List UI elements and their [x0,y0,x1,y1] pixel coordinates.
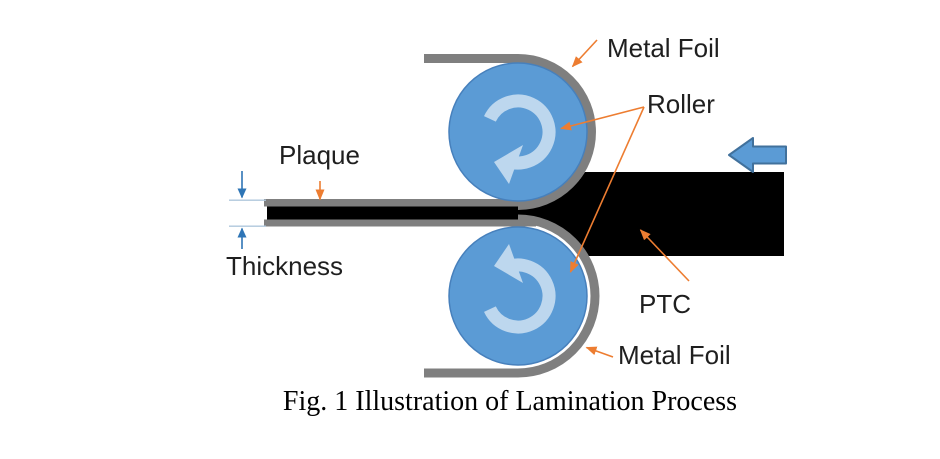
ptc-label: PTC [639,289,691,319]
thickness-dimension [229,171,266,249]
bottom-roller [448,226,588,366]
metal-foil-top-shape [424,54,596,210]
top-roller [448,62,588,202]
roller-pointer-bottom [569,106,645,273]
block-arrow-left-icon [728,137,787,173]
figure-caption: Fig. 1 Illustration of Lamination Proces… [282,386,738,417]
roller-label: Roller [647,89,715,119]
metal-foil-bottom-pointer [585,346,614,358]
plaque-label: Plaque [279,140,360,170]
thickness-label: Thickness [226,251,344,281]
metal-foil-bottom-label: Metal Foil [618,340,731,370]
roller-pointer-top [560,106,645,131]
rotation-clockwise-icon [484,94,556,184]
rotation-counterclockwise-icon [484,244,556,334]
metal-foil-bottom-shape [424,214,600,378]
plaque-bottom-foil-layer [264,219,536,227]
ptc-pointer [639,229,690,282]
metal-foil-top-pointer [571,39,598,68]
plaque-top-foil-layer [264,199,536,207]
metal-foil-top-label: Metal Foil [607,33,720,63]
ptc-material-shape [267,172,784,256]
